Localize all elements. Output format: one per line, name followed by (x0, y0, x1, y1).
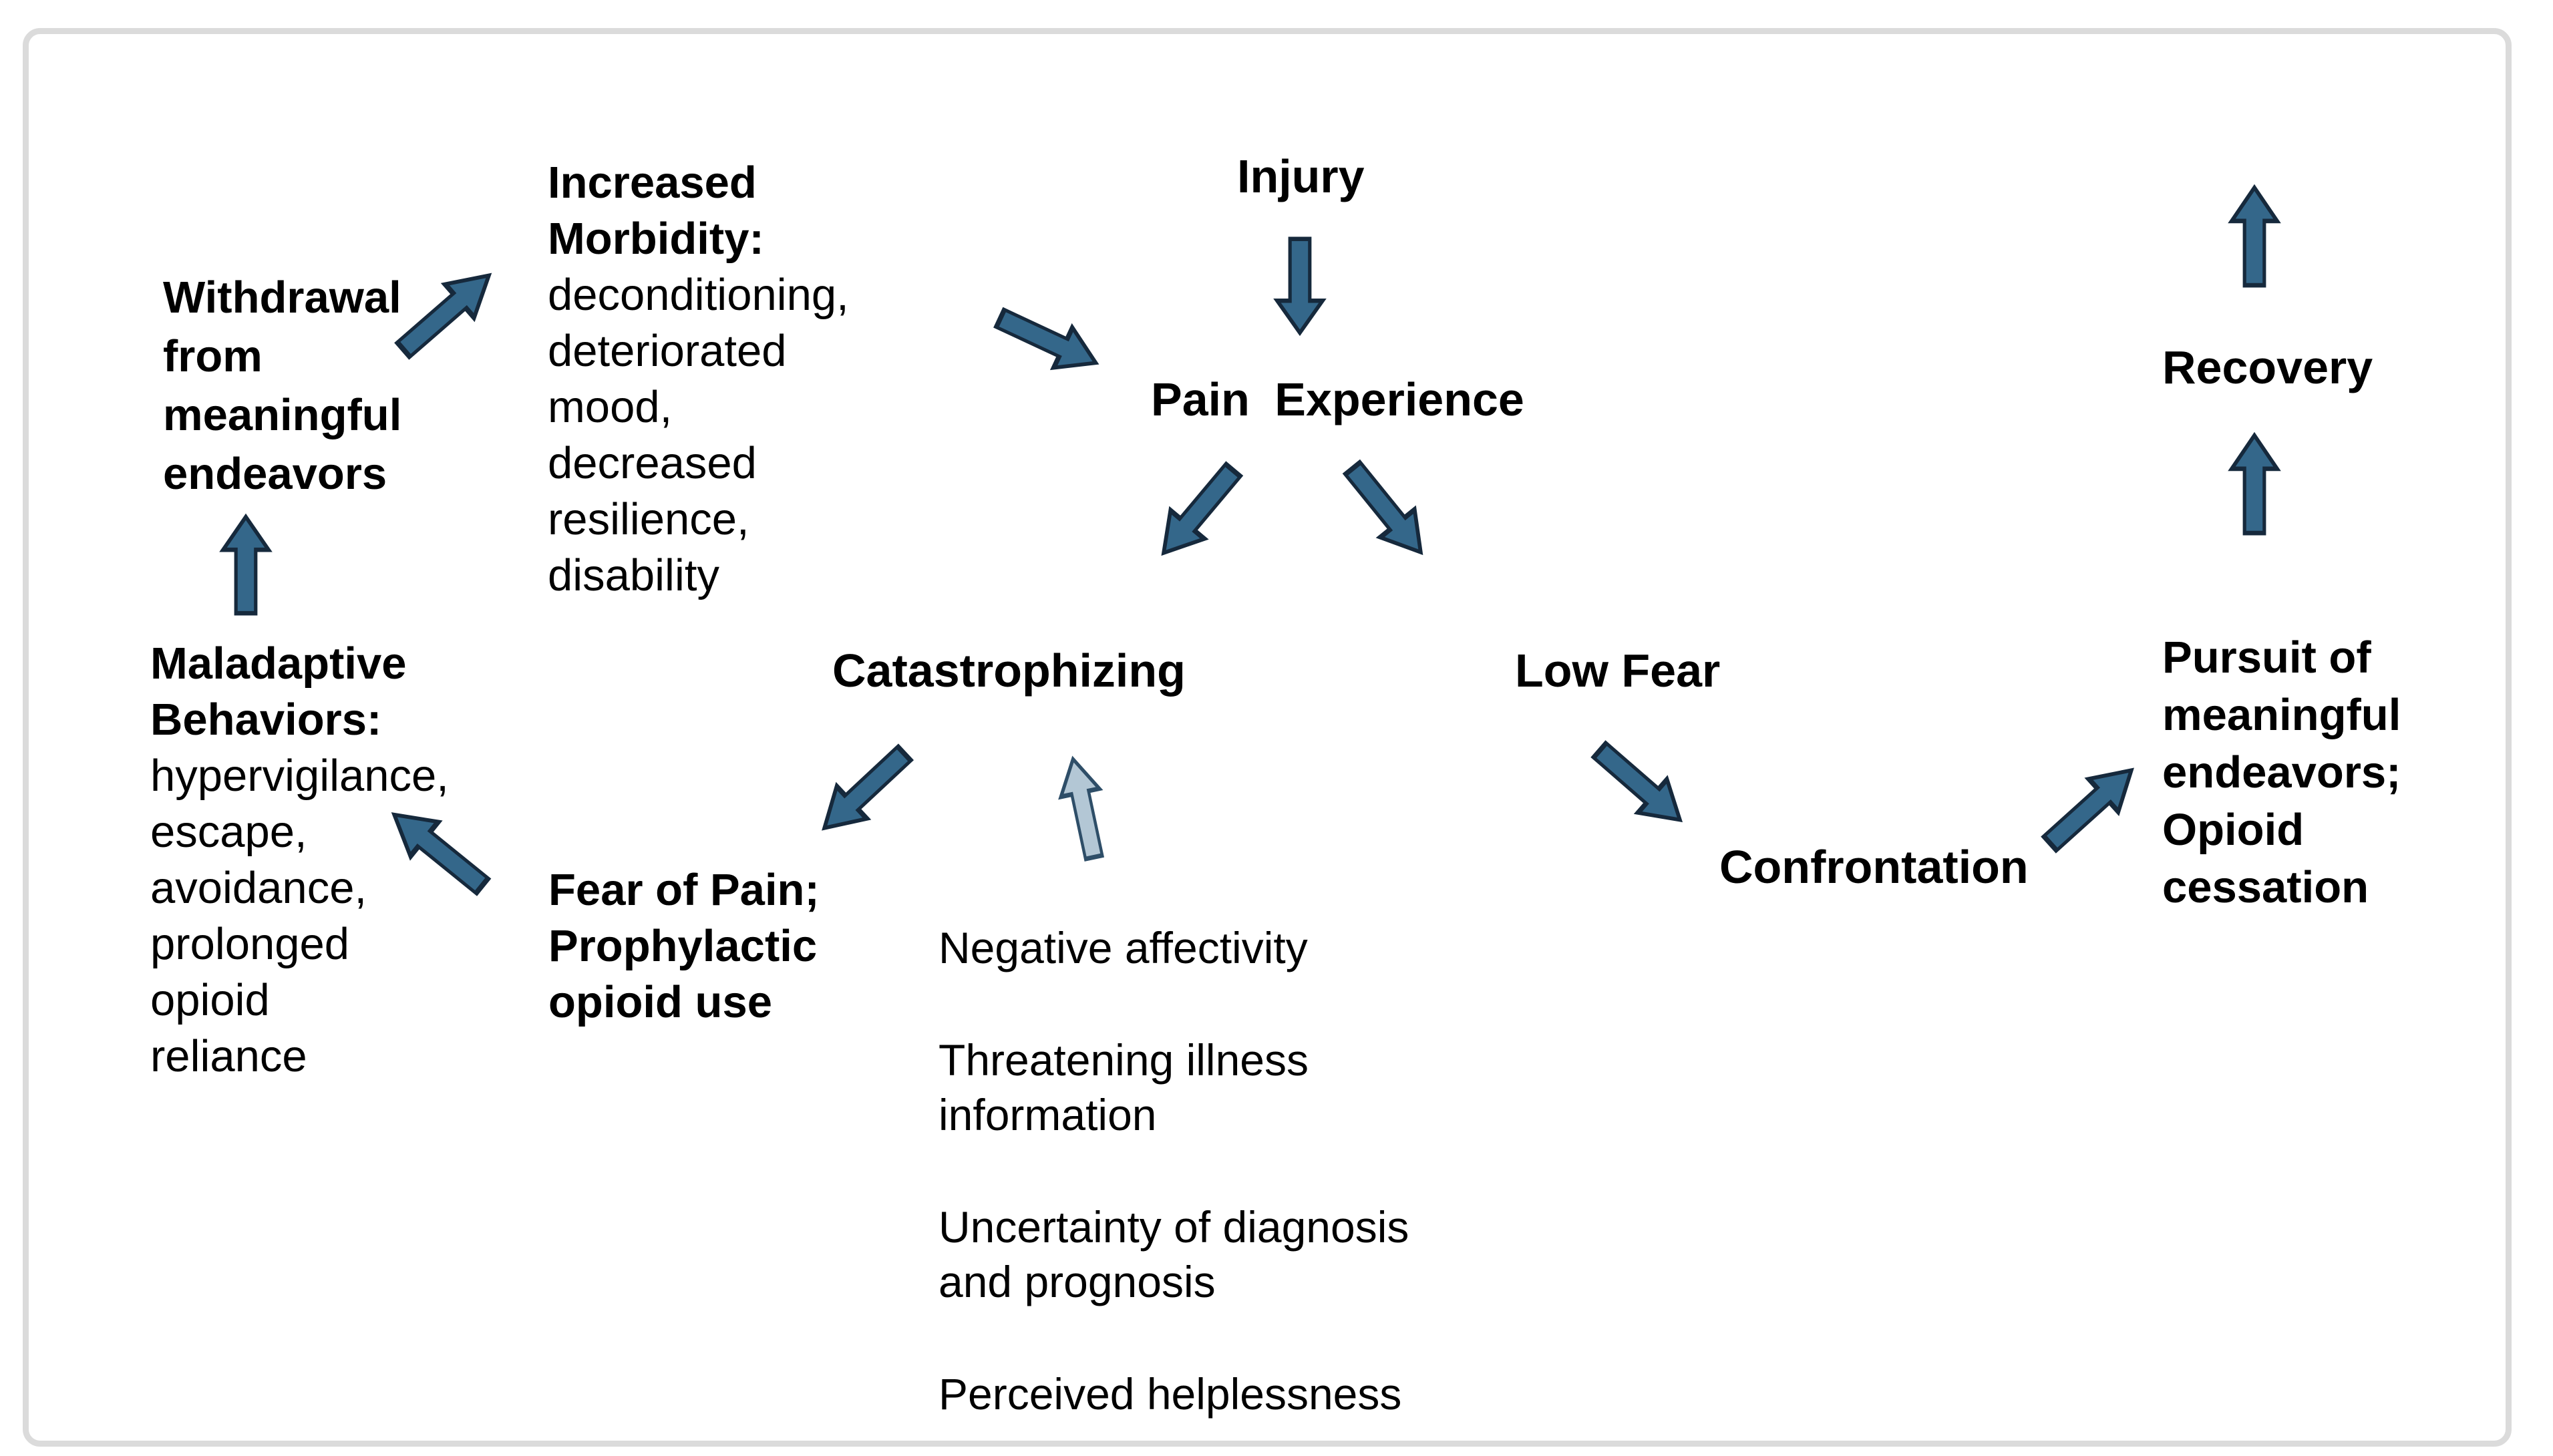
catastrophizing-label: Catastrophizing (832, 645, 1186, 697)
node-pain-experience: Pain Experience (1151, 371, 1524, 427)
increased-morbidity-line: decreased (548, 438, 757, 488)
maladaptive-line: Maladaptive (150, 639, 407, 689)
low-fear-label: Low Fear (1515, 645, 1721, 697)
increased-morbidity-line: deconditioning, (548, 270, 849, 320)
fear-of-pain-line: Prophylactic (548, 921, 818, 971)
pursuit-line: Opioid (2162, 805, 2305, 855)
maladaptive-line: prolonged (150, 919, 350, 969)
increased-morbidity-line: Increased (548, 158, 757, 208)
node-injury: Injury (1237, 148, 1365, 204)
confrontation-label: Confrontation (1719, 841, 2029, 893)
withdrawal-line: endeavors (163, 449, 387, 499)
increased-morbidity-line: mood, (548, 382, 673, 432)
node-withdrawal: Withdrawal from meaningful endeavors (163, 268, 401, 504)
fear-of-pain-line: Fear of Pain; (548, 865, 820, 915)
maladaptive-line: avoidance, (150, 863, 367, 913)
pursuit-line: endeavors; (2162, 747, 2401, 797)
node-recovery: Recovery (2162, 339, 2373, 395)
maladaptive-line: escape, (150, 807, 307, 857)
increased-morbidity-line: disability (548, 550, 719, 600)
injury-label: Injury (1237, 150, 1365, 202)
node-pursuit: Pursuit of meaningful endeavors; Opioid … (2162, 629, 2401, 916)
pain-experience-label: Pain Experience (1151, 373, 1524, 425)
fear-of-pain-line: opioid use (548, 977, 772, 1027)
diagram-panel (23, 28, 2512, 1447)
withdrawal-line: Withdrawal (163, 272, 401, 323)
contributors-list: Negative affectivity Threatening illness… (939, 920, 1486, 1421)
maladaptive-line: Behaviors: (150, 695, 382, 745)
withdrawal-line: from (163, 331, 263, 381)
node-increased-morbidity: Increased Morbidity: deconditioning, det… (548, 155, 849, 604)
contributor-item: Threatening illness information (939, 1035, 1309, 1139)
recovery-label: Recovery (2162, 341, 2373, 393)
node-catastrophizing: Catastrophizing (832, 643, 1186, 699)
maladaptive-line: reliance (150, 1031, 307, 1081)
node-confrontation: Confrontation (1719, 839, 2029, 895)
contributor-item: Perceived helplessness (939, 1369, 1402, 1419)
maladaptive-line: opioid (150, 975, 270, 1025)
contributor-item: Uncertainty of diagnosis and prognosis (939, 1202, 1409, 1306)
increased-morbidity-line: resilience, (548, 494, 749, 544)
node-low-fear: Low Fear (1515, 643, 1720, 699)
node-maladaptive-behaviors: Maladaptive Behaviors: hypervigilance, e… (150, 636, 449, 1085)
node-fear-of-pain: Fear of Pain; Prophylactic opioid use (548, 864, 820, 1032)
increased-morbidity-line: deteriorated (548, 326, 787, 376)
increased-morbidity-line: Morbidity: (548, 214, 764, 264)
withdrawal-line: meaningful (163, 390, 402, 440)
pursuit-line: cessation (2162, 862, 2369, 912)
contributor-item: Negative affectivity (939, 923, 1308, 972)
maladaptive-line: hypervigilance, (150, 751, 449, 801)
pursuit-line: meaningful (2162, 690, 2401, 740)
pursuit-line: Pursuit of (2162, 632, 2371, 683)
